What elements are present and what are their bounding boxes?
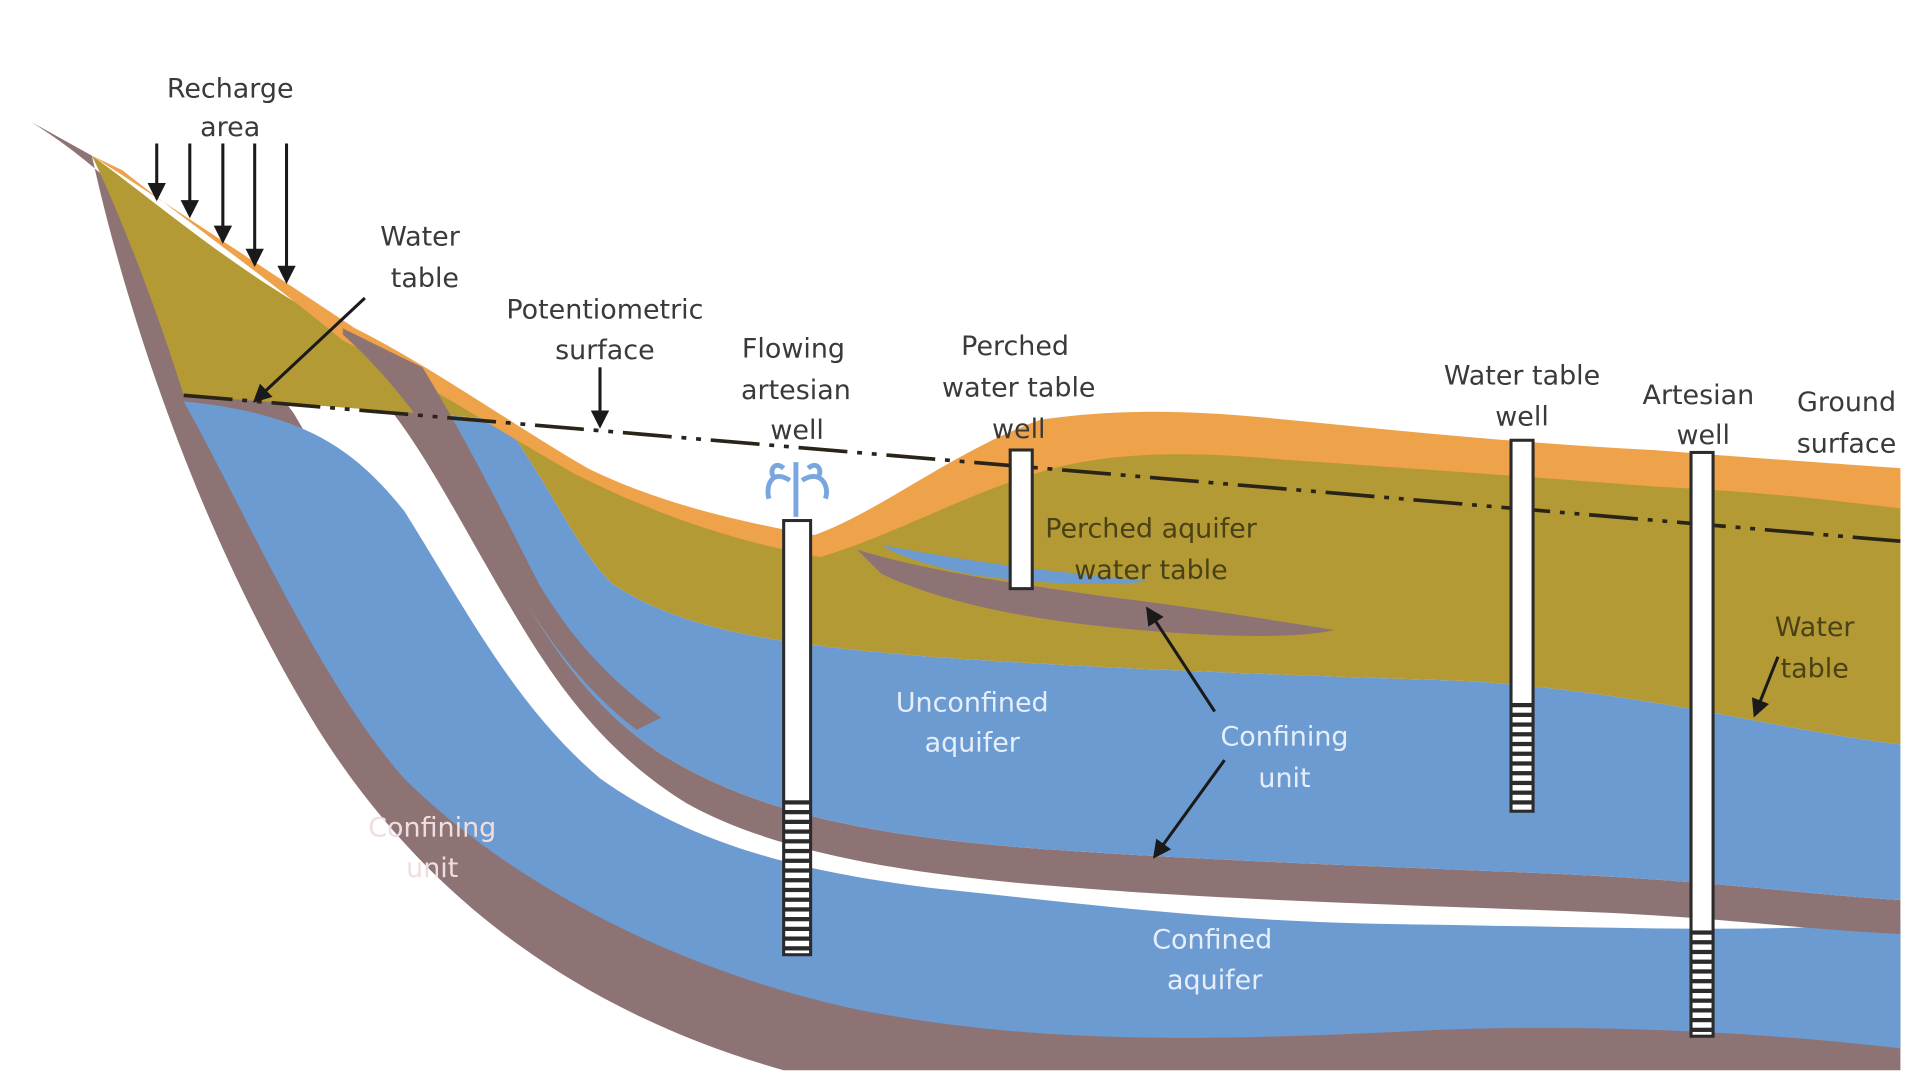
svg-text:Unconfined: Unconfined — [896, 688, 1049, 719]
svg-text:Confining: Confining — [368, 813, 496, 844]
unconfined-aquifer-layer — [183, 334, 1901, 900]
flowing-artesian-well — [782, 519, 813, 957]
label-confining-unit-left: Confining unit — [368, 813, 496, 884]
well-screen — [1512, 702, 1532, 805]
confining-unit-upper-wedge — [342, 328, 662, 730]
well-casing — [1509, 438, 1535, 813]
svg-text:artesian: artesian — [741, 375, 851, 406]
svg-text:well: well — [770, 415, 824, 446]
label-flowing-artesian-well: Flowing artesian well — [741, 334, 851, 446]
well-casing — [1008, 448, 1034, 591]
label-unconfined-aquifer: Unconfined aquifer — [896, 688, 1049, 759]
water-table-well — [1509, 438, 1535, 813]
svg-text:well: well — [1495, 402, 1549, 433]
svg-text:Confined: Confined — [1152, 925, 1272, 956]
well-screen — [784, 800, 810, 951]
svg-text:Perched: Perched — [961, 331, 1069, 362]
recharge-arrows — [147, 143, 296, 284]
svg-text:table: table — [391, 263, 459, 294]
confined-aquifer-layer — [183, 401, 1901, 1049]
label-confining-unit-middle: Confining unit — [1221, 722, 1349, 794]
svg-text:Water table: Water table — [1444, 360, 1600, 391]
svg-text:surface: surface — [555, 335, 654, 366]
label-confined-aquifer: Confined aquifer — [1152, 925, 1272, 996]
well-casing — [1689, 450, 1715, 1038]
svg-text:well: well — [992, 414, 1046, 445]
water-table-left-arrow — [252, 296, 366, 403]
artesian-well — [1689, 450, 1715, 1038]
svg-text:water table: water table — [1074, 555, 1227, 586]
svg-text:well: well — [1676, 420, 1730, 451]
confining-unit-arrow-down — [1153, 759, 1226, 859]
svg-text:Water: Water — [1775, 612, 1856, 643]
svg-text:Flowing: Flowing — [742, 334, 845, 365]
perched-water-table-well — [1008, 448, 1034, 591]
svg-text:Potentiometric: Potentiometric — [506, 295, 703, 326]
label-water-table-right: Water table — [1775, 612, 1856, 684]
svg-text:Artesian: Artesian — [1643, 380, 1755, 411]
svg-text:water table: water table — [942, 373, 1095, 404]
label-water-table-well: Water table well — [1444, 360, 1600, 432]
svg-text:aquifer: aquifer — [1167, 965, 1263, 996]
svg-text:unit: unit — [406, 853, 458, 884]
svg-text:Confining: Confining — [1221, 722, 1349, 753]
label-water-table-left: Water table — [380, 222, 461, 294]
svg-text:table: table — [1781, 654, 1849, 685]
label-ground-surface: Ground surface — [1797, 387, 1896, 459]
svg-text:Recharge: Recharge — [167, 73, 294, 104]
fountain-icon — [765, 462, 829, 517]
unsaturated-zone-olive-layer — [91, 155, 1901, 745]
svg-text:Ground: Ground — [1797, 387, 1896, 418]
label-artesian-well: Artesian well — [1643, 380, 1755, 451]
svg-text:surface: surface — [1797, 429, 1896, 460]
perched-confining-lens — [857, 549, 1335, 636]
label-perched-water-table-well: Perched water table well — [942, 331, 1095, 445]
label-recharge-area: Recharge area — [167, 73, 294, 143]
svg-text:unit: unit — [1258, 763, 1310, 794]
svg-text:area: area — [200, 112, 260, 143]
topsoil-orange-layer — [91, 155, 1901, 558]
svg-text:Perched aquifer: Perched aquifer — [1045, 514, 1258, 545]
svg-text:Water: Water — [380, 222, 461, 253]
label-perched-aquifer-water-table: Perched aquifer water table — [1045, 514, 1258, 586]
water-table-right-arrow — [1751, 656, 1780, 718]
well-screen — [1692, 930, 1712, 1032]
confining-unit-arrow-up — [1146, 606, 1216, 713]
svg-text:aquifer: aquifer — [925, 728, 1021, 759]
label-potentiometric-surface: Potentiometric surface — [506, 295, 703, 366]
potentiometric-surface-line — [183, 393, 1901, 544]
